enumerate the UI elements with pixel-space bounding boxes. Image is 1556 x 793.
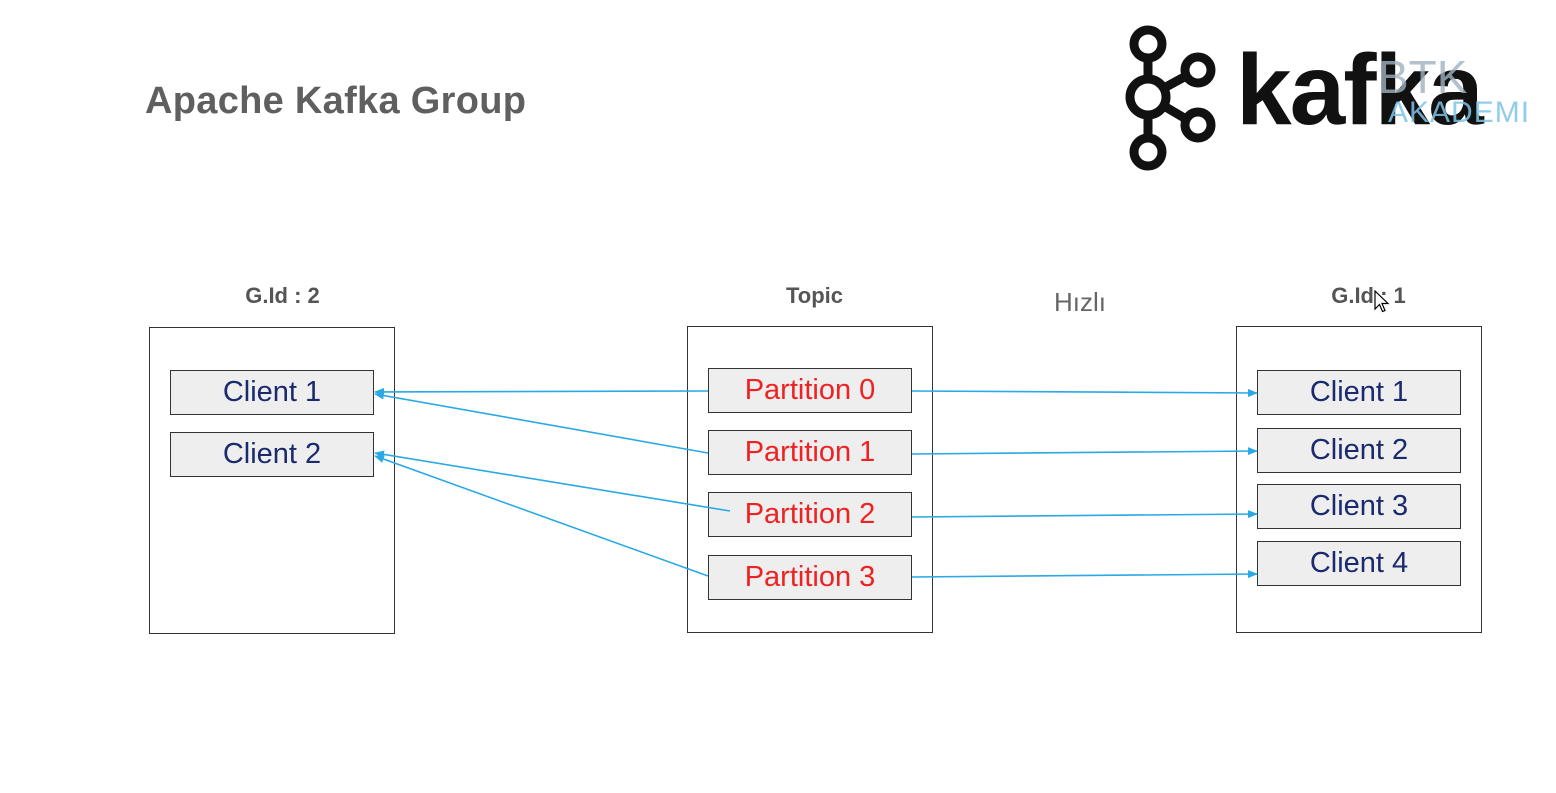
right-client-4: Client 4 (1257, 541, 1461, 586)
arrow-p1-right-client-2 (911, 447, 1258, 456)
left-client-1: Client 1 (170, 370, 374, 415)
left-client-2: Client 2 (170, 432, 374, 477)
btk-watermark: BTK (1378, 51, 1468, 103)
partition-1: Partition 1 (708, 430, 912, 475)
page-title: Apache Kafka Group (145, 80, 527, 122)
partition-0: Partition 0 (708, 368, 912, 413)
arrow-p0-left-client-1 (374, 387, 709, 396)
note-text: Hızlı (1054, 287, 1106, 317)
partition-2: Partition 2 (708, 492, 912, 537)
right-client-1: Client 1 (1257, 370, 1461, 415)
mouse-cursor-icon (1374, 290, 1390, 313)
kafka-logo-icon (1125, 25, 1216, 171)
arrow-p3-left-client-2 (374, 455, 709, 577)
left-group-label: G.Id : 2 (245, 283, 320, 308)
right-client-3: Client 3 (1257, 484, 1461, 529)
arrow-p2-right-client-3 (911, 510, 1258, 519)
arrow-p2-left-client-2 (374, 450, 731, 512)
akademi-watermark: AKADEMI (1388, 96, 1531, 129)
arrow-p0-right-client-1 (911, 388, 1258, 397)
topic-label: Topic (785, 283, 844, 308)
arrow-p3-right-client-4 (911, 570, 1258, 579)
right-group-label: G.Id : 1 (1331, 283, 1406, 308)
logo: kafka BTK AKADEMI (1118, 22, 1538, 177)
kafka-wordmark: kafka (1236, 34, 1484, 146)
partition-3: Partition 3 (708, 555, 912, 600)
arrow-p1-left-client-1 (374, 391, 709, 454)
